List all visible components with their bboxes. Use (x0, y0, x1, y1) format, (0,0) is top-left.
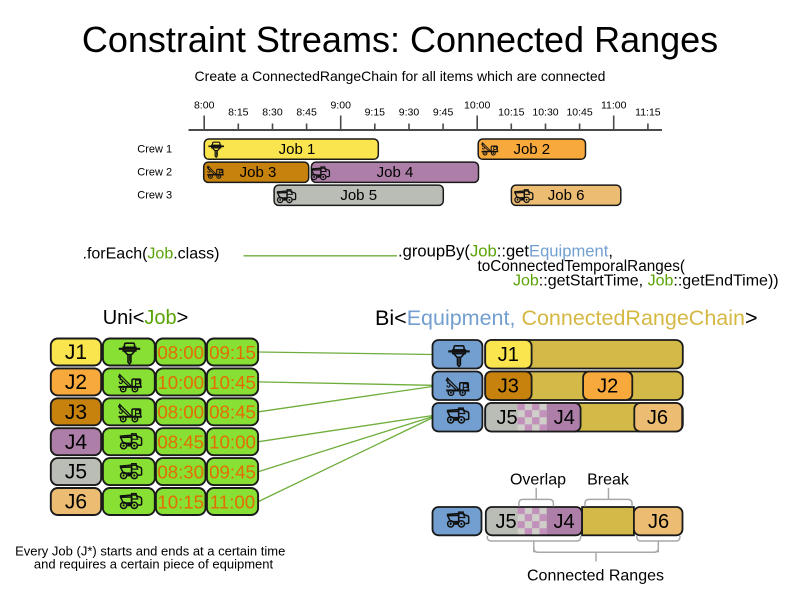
svg-text:Connected Ranges: Connected Ranges (527, 567, 664, 584)
svg-text:9:45: 9:45 (433, 106, 454, 118)
svg-text:11:15: 11:15 (635, 106, 661, 118)
svg-text:Job 1: Job 1 (279, 141, 316, 158)
svg-text:10:45: 10:45 (209, 372, 256, 393)
svg-text:.forEach(Job.class): .forEach(Job.class) (83, 246, 220, 263)
svg-text:and requires a certain piece o: and requires a certain piece of equipmen… (34, 557, 274, 572)
svg-text:10:45: 10:45 (566, 106, 592, 118)
svg-text:10:15: 10:15 (157, 491, 204, 512)
svg-text:J6: J6 (65, 491, 87, 514)
svg-text:J3: J3 (65, 401, 87, 424)
svg-text:Create a ConnectedRangeChain f: Create a ConnectedRangeChain for all ite… (195, 68, 606, 84)
svg-text:Job::getStartTime, Job::getEnd: Job::getStartTime, Job::getEndTime)) (513, 273, 779, 290)
svg-text:08:30: 08:30 (157, 462, 204, 483)
svg-text:Job 6: Job 6 (548, 187, 585, 204)
svg-text:Every Job (J*) starts and ends: Every Job (J*) starts and ends at a cert… (15, 544, 285, 559)
svg-text:Uni<Job>: Uni<Job> (103, 307, 189, 329)
svg-text:10:00: 10:00 (209, 432, 256, 453)
svg-text:8:30: 8:30 (262, 106, 283, 118)
svg-text:09:45: 09:45 (209, 462, 256, 483)
svg-text:9:00: 9:00 (330, 100, 351, 112)
svg-text:Job 4: Job 4 (377, 164, 414, 181)
svg-text:J4: J4 (554, 407, 575, 429)
svg-text:09:15: 09:15 (209, 342, 256, 363)
svg-text:toConnectedTemporalRanges(: toConnectedTemporalRanges( (478, 258, 685, 275)
svg-text:08:45: 08:45 (209, 402, 256, 423)
svg-text:.groupBy(Job::getEquipment,: .groupBy(Job::getEquipment, (398, 242, 613, 261)
svg-text:9:30: 9:30 (399, 106, 420, 118)
svg-text:10:00: 10:00 (464, 100, 490, 112)
svg-text:J5: J5 (495, 511, 516, 533)
svg-text:08:45: 08:45 (157, 432, 204, 453)
svg-text:8:15: 8:15 (228, 106, 249, 118)
svg-text:11:00: 11:00 (210, 491, 255, 512)
svg-text:Break: Break (587, 472, 630, 489)
svg-text:10:00: 10:00 (157, 372, 204, 393)
svg-text:J5: J5 (65, 461, 87, 484)
svg-text:J6: J6 (647, 407, 668, 429)
svg-text:Constraint Streams: Connected: Constraint Streams: Connected Ranges (82, 19, 718, 60)
svg-text:J1: J1 (498, 344, 519, 366)
svg-text:J2: J2 (65, 371, 87, 394)
svg-text:Crew 2: Crew 2 (137, 167, 172, 179)
svg-text:Bi<Equipment, ConnectedRangeCh: Bi<Equipment, ConnectedRangeChain> (375, 306, 758, 330)
svg-text:J4: J4 (65, 431, 88, 454)
svg-text:Job 3: Job 3 (240, 164, 277, 181)
svg-text:J1: J1 (65, 341, 87, 364)
svg-text:8:45: 8:45 (296, 106, 317, 118)
svg-text:9:15: 9:15 (365, 106, 386, 118)
svg-text:J6: J6 (648, 511, 669, 533)
svg-text:8:00: 8:00 (194, 100, 215, 112)
svg-text:08:00: 08:00 (157, 402, 204, 423)
svg-text:Crew 3: Crew 3 (137, 190, 172, 202)
svg-text:11:00: 11:00 (601, 100, 627, 112)
svg-text:Overlap: Overlap (510, 472, 566, 489)
svg-text:Job 2: Job 2 (513, 141, 550, 158)
svg-text:J3: J3 (498, 375, 519, 397)
svg-text:08:00: 08:00 (157, 342, 204, 363)
svg-text:J5: J5 (496, 407, 517, 429)
svg-text:Crew 1: Crew 1 (137, 144, 172, 156)
svg-text:10:15: 10:15 (498, 106, 524, 118)
svg-text:Job 5: Job 5 (340, 187, 377, 204)
svg-text:10:30: 10:30 (532, 106, 558, 118)
svg-text:J4: J4 (553, 511, 574, 533)
svg-text:J2: J2 (597, 375, 618, 397)
